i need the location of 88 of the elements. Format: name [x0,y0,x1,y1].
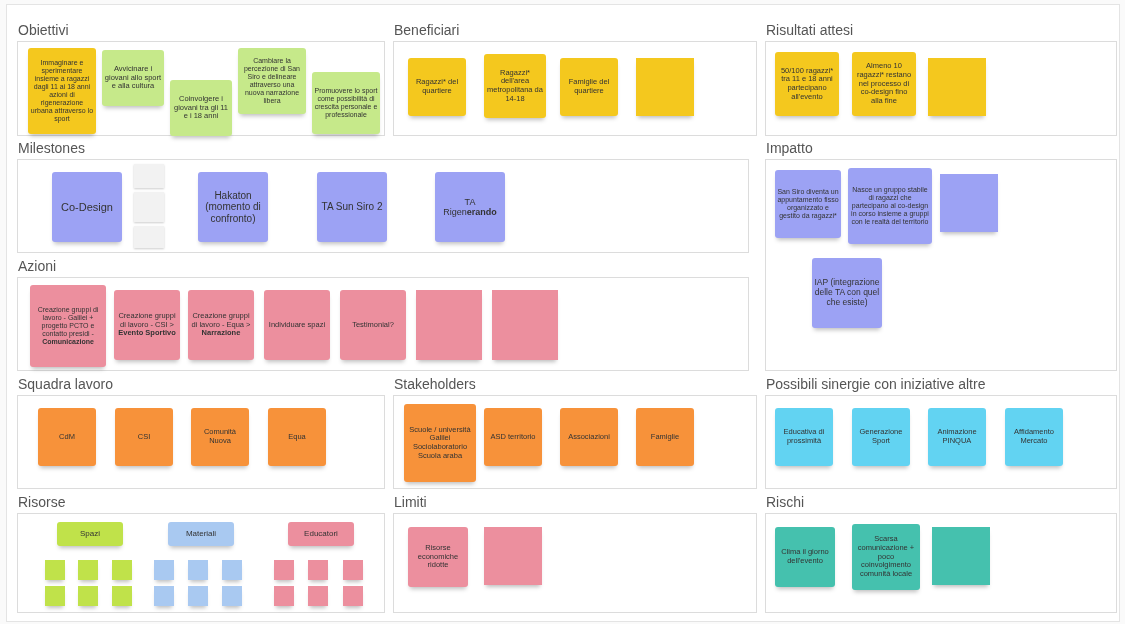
sticky-note [188,290,254,360]
sticky-note [812,258,882,328]
sticky-note [222,560,242,580]
section-title: Possibili sinergie con iniziative altre [766,376,986,392]
card [134,226,164,248]
sticky-note [852,408,910,466]
sticky-note [1005,408,1063,466]
sticky-note [308,586,328,606]
section-title: Impatto [766,140,813,156]
sticky-note [492,290,558,360]
sticky-note [170,80,232,136]
sticky-note [30,285,106,367]
sticky-note [408,58,466,116]
sticky-note [416,290,482,360]
sticky-note [28,48,96,134]
sticky-note [112,586,132,606]
sticky-note [38,408,96,466]
sticky-note [102,50,164,106]
sticky-note [288,522,354,546]
sticky-note [264,290,330,360]
section-title: Stakeholders [394,376,476,392]
section-title: Rischi [766,494,805,510]
section-title: Limiti [394,494,427,510]
note-text: Hakaton (momento di confronto) [204,188,262,226]
sticky-note [435,172,505,242]
sticky-note [775,52,839,116]
sticky-note [343,560,363,580]
card [134,164,164,188]
card [134,192,164,222]
section-title: Risultati attesi [766,22,854,38]
sticky-note [484,408,542,466]
sticky-note [45,586,65,606]
sticky-note [484,54,546,118]
sticky-note [928,58,986,116]
sticky-note [191,408,249,466]
sticky-note [308,560,328,580]
sticky-note [408,527,468,587]
sticky-note [154,586,174,606]
sticky-note [340,290,406,360]
sticky-note [274,560,294,580]
sticky-note [404,404,476,482]
sticky-note [560,408,618,466]
sticky-note [636,58,694,116]
sticky-note [317,172,387,242]
note-text: TA Rigenerando [442,195,498,219]
sticky-note [238,48,306,114]
sticky-note [560,58,618,116]
sticky-note [775,527,835,587]
sticky-note [198,172,268,242]
sticky-note [52,172,122,242]
sticky-note [932,527,990,585]
sticky-note [312,72,380,134]
sticky-note [154,560,174,580]
sticky-note [484,527,542,585]
sticky-note [928,408,986,466]
sticky-note [775,408,833,466]
sticky-note [45,560,65,580]
sticky-note [940,174,998,232]
sticky-note [274,586,294,606]
sticky-note [78,560,98,580]
sticky-note [268,408,326,466]
section-title: Milestones [18,140,85,156]
note-text: TA Sun Siro 2 [320,200,384,215]
sticky-note [115,408,173,466]
note-text: Co-Design [60,199,114,215]
sticky-note [188,586,208,606]
note-text: Educatori [303,528,339,541]
section-title: Beneficiari [394,22,460,38]
sticky-note [57,522,123,546]
sticky-note [222,586,242,606]
note-text: IAP (integrazione delle TA con quel che esiste) [813,276,881,309]
sticky-note [188,560,208,580]
sticky-note [114,290,180,360]
sticky-note [636,408,694,466]
section-title: Squadra lavoro [18,376,113,392]
section-title: Obiettivi [18,22,69,38]
section-title: Azioni [18,258,57,274]
sticky-note [112,560,132,580]
sticky-note [848,168,932,244]
sticky-note [168,522,234,546]
note-text: Materiali [184,528,218,541]
note-text: Spazi [79,528,101,541]
sticky-note [78,586,98,606]
sticky-note [852,524,920,590]
sticky-note [852,52,916,116]
section-title: Risorse [18,494,66,510]
sticky-note [343,586,363,606]
sticky-note [775,170,841,238]
